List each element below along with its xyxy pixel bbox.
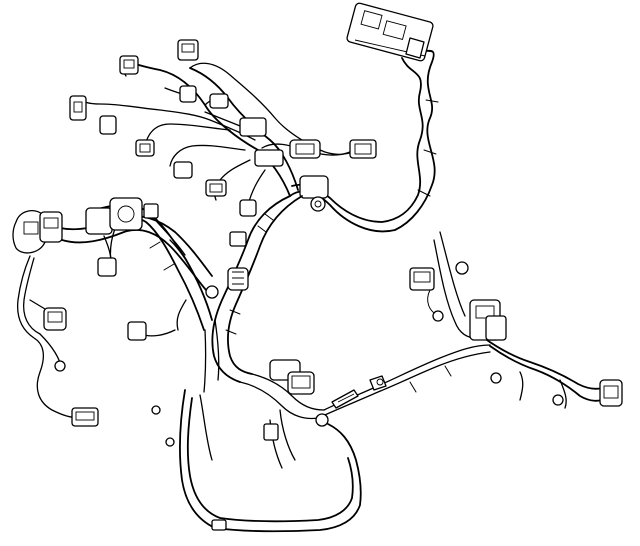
far-left-branch	[16, 255, 99, 427]
left-connectors	[12, 197, 247, 341]
top-right-connector	[346, 2, 434, 62]
upper-connectors	[69, 39, 377, 217]
lower-bracket	[151, 319, 362, 533]
cable-ties	[149, 99, 452, 393]
right-branch	[409, 261, 623, 409]
loop-clamps	[227, 267, 387, 427]
central-loop	[211, 195, 491, 420]
right-trunk	[289, 44, 436, 233]
